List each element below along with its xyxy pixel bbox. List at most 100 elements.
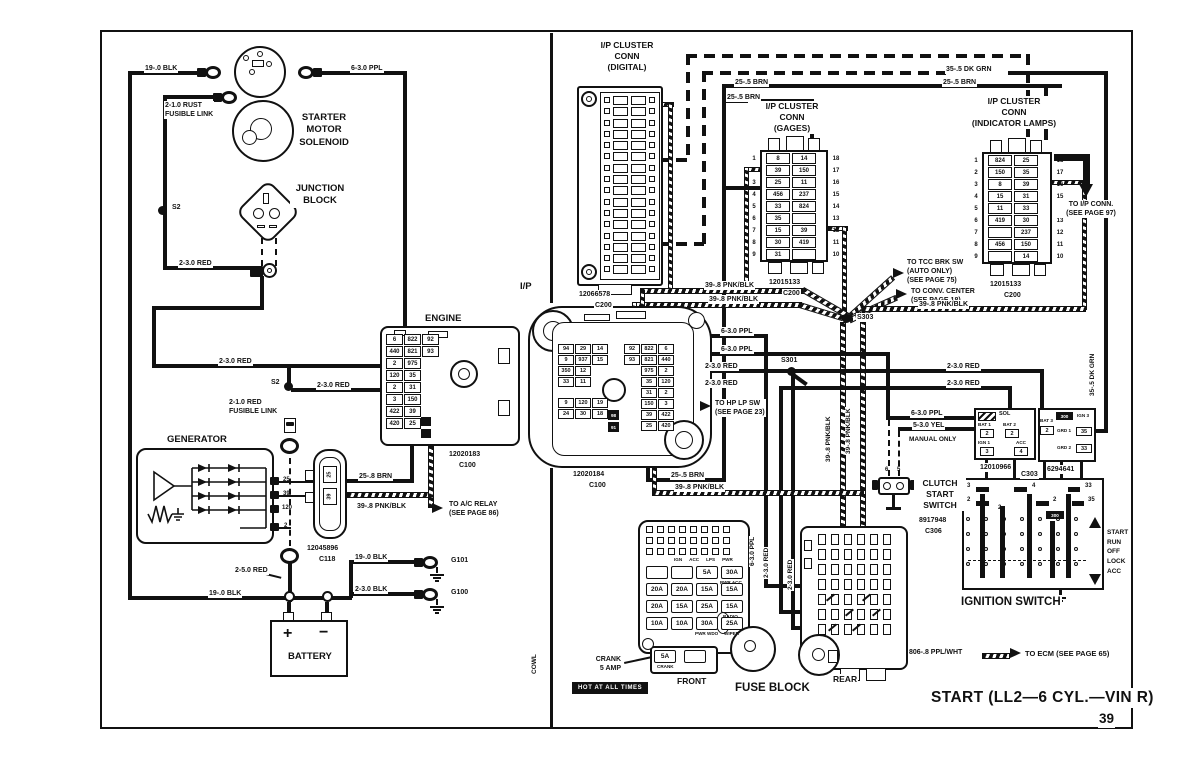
tabb — [286, 422, 294, 426]
ign-t3: 3 — [967, 483, 971, 489]
generator-terminal-120: 120 — [282, 505, 293, 511]
conn2-ign3-cell: 300 — [1056, 412, 1073, 420]
dc-cell — [613, 129, 628, 139]
hz — [652, 490, 864, 496]
fuse-front-label: FRONT — [676, 676, 708, 688]
idot-cell — [966, 532, 970, 536]
rc-cell — [870, 534, 878, 545]
mc — [249, 69, 255, 75]
list-item: 11 — [832, 239, 840, 246]
arr-r — [700, 401, 711, 411]
w7z — [1054, 154, 1090, 161]
connector-cell: 150 — [1014, 239, 1038, 250]
w5v — [1027, 494, 1032, 578]
c118-conn: C118 — [318, 555, 337, 565]
wv — [1043, 462, 1046, 480]
connector-cell: 2 — [386, 382, 403, 393]
connector-cell: 15 — [766, 225, 790, 236]
hz — [828, 226, 848, 231]
sq-cell — [649, 130, 655, 137]
connector-cell: 30 — [575, 409, 591, 419]
dc-cell — [631, 220, 646, 230]
list-item: 7 — [974, 229, 978, 236]
box — [616, 311, 646, 319]
ringt — [205, 66, 221, 79]
hsq-cell — [657, 537, 664, 544]
ground-symbol-g101 — [430, 574, 444, 583]
connector-cell: 18 — [592, 409, 608, 419]
sq-cell — [604, 209, 610, 216]
sq-cell — [649, 164, 655, 171]
hv — [428, 496, 434, 508]
idot-cell — [984, 532, 988, 536]
wire-label-brn-ip: 25-.5 BRN — [670, 471, 706, 481]
shape — [172, 508, 184, 521]
conn1-acc-cell: 4 — [1014, 447, 1028, 456]
rc-cell — [818, 534, 826, 545]
hz — [982, 653, 1010, 659]
rc-cell — [818, 624, 826, 635]
w2z — [279, 495, 315, 497]
rc-cell — [818, 594, 826, 605]
list-item: 10 — [832, 251, 840, 258]
wv — [287, 602, 291, 614]
list-item: 1 — [974, 157, 978, 164]
generator-label: GENERATOR — [166, 434, 228, 447]
box — [584, 314, 610, 321]
battery-minus: − — [319, 624, 329, 641]
connector-cell: 8 — [766, 153, 790, 164]
connector-cell: 237 — [1014, 227, 1038, 238]
tdv — [261, 238, 263, 266]
clutch-part: 8917948 — [918, 516, 948, 526]
list-item: 18 — [1056, 157, 1064, 164]
crc — [322, 591, 333, 602]
list-item: 1 — [752, 155, 756, 162]
dc-cell — [631, 265, 646, 275]
note-ac-relay: TO A/C RELAY (SEE PAGE 86) — [448, 500, 500, 519]
gages-conn-num: C200 — [782, 289, 801, 299]
connector-cell: 39 — [766, 165, 790, 176]
list-item: 17 — [1056, 169, 1064, 176]
dc-cell — [631, 107, 646, 117]
rc-cell — [831, 549, 839, 560]
mc — [896, 482, 904, 490]
conn1-bat2-cell: 2 — [1005, 429, 1019, 438]
dz — [640, 158, 690, 162]
tabb — [213, 93, 222, 102]
rc-cell — [844, 624, 852, 635]
wz — [700, 352, 890, 356]
connector-cell: 35 — [404, 370, 421, 381]
connector-cell: 120 — [658, 377, 674, 387]
fuse-extra — [684, 650, 706, 663]
list-item: LOCK — [1107, 558, 1126, 566]
note-crank-callout: CRANK 5 AMP — [588, 655, 622, 674]
wire-label-rust-link: 2-1.0 RUST FUSIBLE LINK — [164, 101, 215, 120]
dc-cell — [613, 118, 628, 128]
shape — [435, 580, 439, 582]
hsq-cell — [657, 526, 664, 533]
hsq-cell — [701, 548, 708, 555]
sq-cell — [649, 209, 655, 216]
dz — [702, 71, 946, 75]
connector-cell: 824 — [988, 155, 1012, 166]
battery-label: BATTERY — [288, 651, 332, 662]
ip-side-91-label: 91 — [610, 424, 617, 430]
hsq-cell — [679, 526, 686, 533]
connector-cell: 25 — [766, 177, 790, 188]
shape — [430, 606, 444, 608]
wv — [349, 560, 353, 598]
wire-label-red-bat: 2-5.0 RED — [234, 566, 269, 576]
wire-label-ecm: 806-.8 PPL/WHT — [908, 648, 964, 658]
box — [269, 225, 277, 228]
connector-cell: 15A — [696, 583, 718, 596]
idot-cell — [1074, 532, 1078, 536]
connector-cell: 120 — [386, 370, 403, 381]
ip-side-98-label: 98 — [610, 412, 617, 418]
